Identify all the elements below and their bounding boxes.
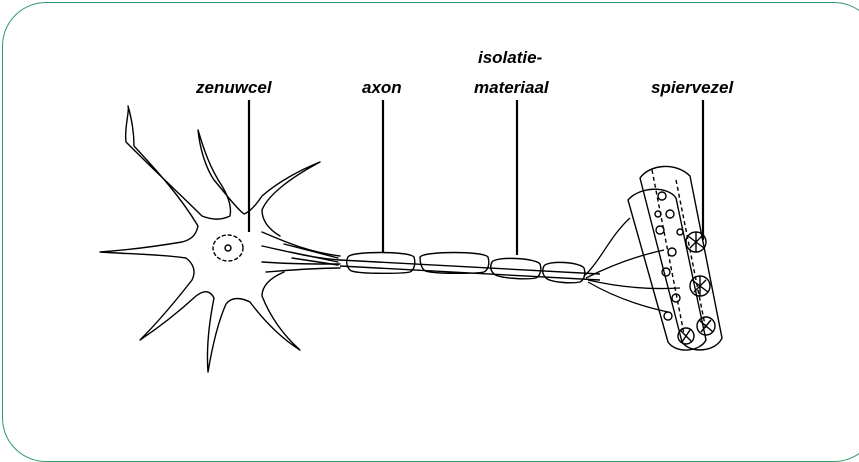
label-isolatiemateriaal-line2: materiaal bbox=[474, 78, 550, 97]
muscle-fibre bbox=[628, 166, 722, 350]
nerve-cell bbox=[100, 106, 340, 372]
label-zenuwcel: zenuwcel bbox=[195, 78, 273, 97]
label-spiervezel: spiervezel bbox=[651, 78, 734, 97]
label-axon: axon bbox=[362, 78, 402, 97]
pointer-lines bbox=[249, 100, 703, 255]
axon bbox=[340, 253, 600, 283]
neuron-diagram: zenuwcel axon isolatie- materiaal spierv… bbox=[0, 0, 859, 431]
label-isolatiemateriaal-line1: isolatie- bbox=[478, 48, 543, 67]
axon-terminals bbox=[584, 218, 680, 312]
